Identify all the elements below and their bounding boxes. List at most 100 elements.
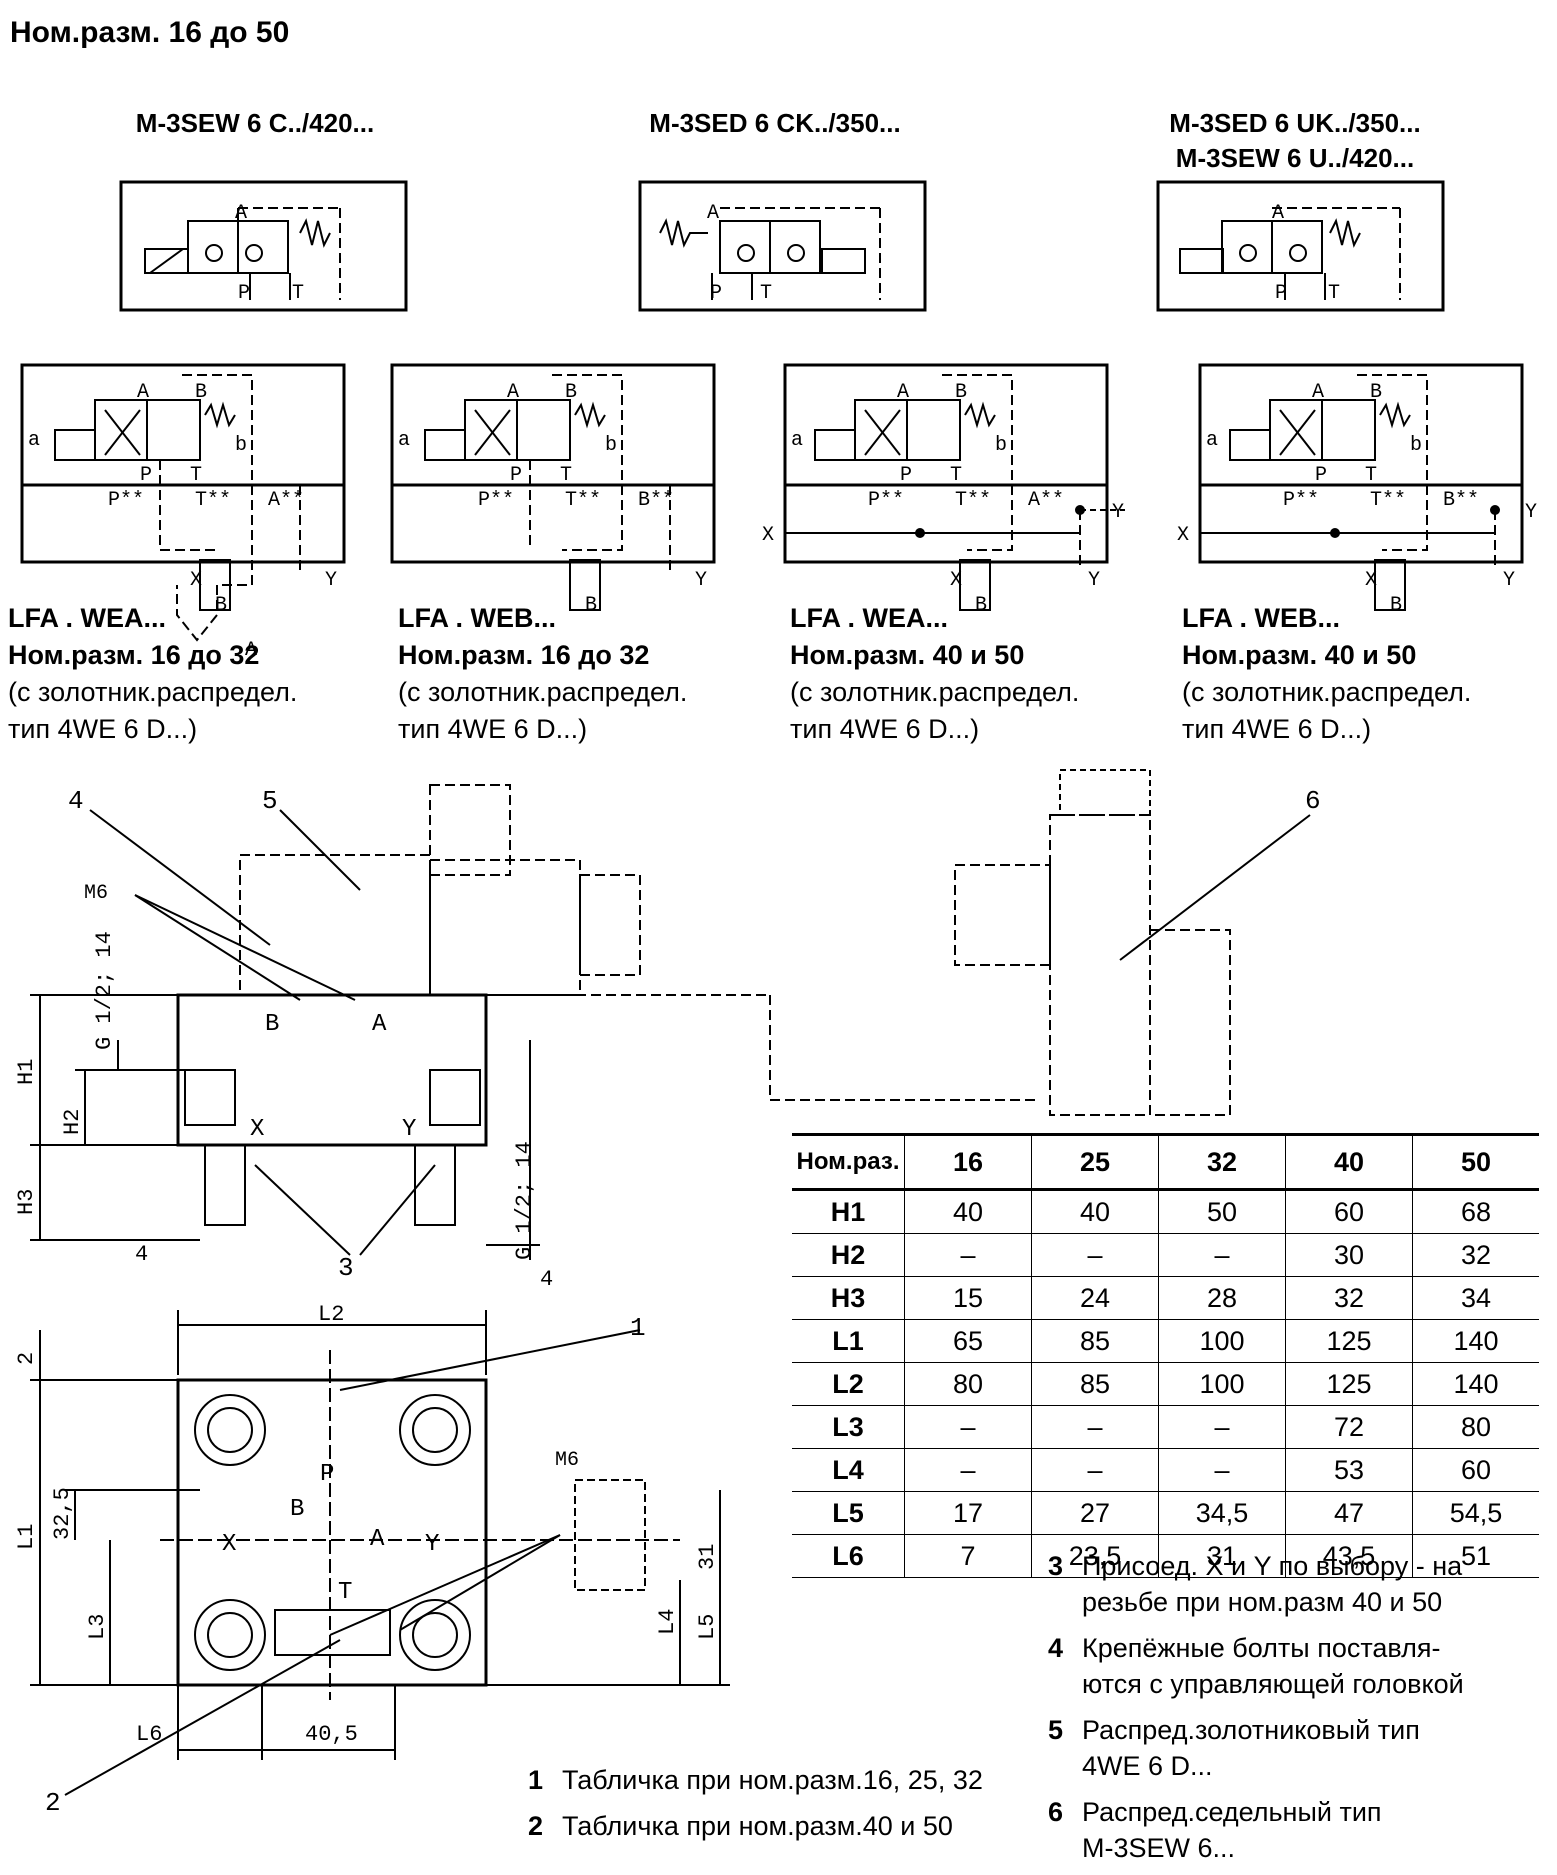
dim-2: 2 — [14, 1352, 39, 1365]
s3-B: B — [955, 381, 967, 404]
side-port-a: A — [372, 1011, 387, 1038]
dim-h1: H1 — [14, 1059, 39, 1085]
table-cell: 60 — [1412, 1448, 1539, 1492]
table-cell: 60 — [1285, 1189, 1413, 1234]
s2-tstar: T** — [565, 489, 601, 512]
dim-4-left: 4 — [135, 1242, 148, 1267]
label-m6-top: M6 — [555, 1449, 579, 1472]
s3-a: a — [791, 429, 803, 452]
top-port-a: A — [370, 1526, 385, 1553]
table-cell: 24 — [1031, 1276, 1159, 1320]
s2-pstar: P** — [478, 489, 514, 512]
valve-symbol-frame-2 — [638, 180, 927, 312]
dim-g12-right: G 1/2; 14 — [512, 1141, 537, 1260]
s1-pstar: P** — [108, 489, 144, 512]
table-cell: 40 — [904, 1189, 1032, 1234]
s4-a: a — [1206, 429, 1218, 452]
dim-31: 31 — [695, 1544, 720, 1570]
table-cell: – — [1031, 1233, 1159, 1277]
s1-A: A — [137, 381, 149, 404]
s4-b: b — [1410, 434, 1422, 457]
s2-A: A — [507, 381, 519, 404]
s1-b: b — [235, 434, 247, 457]
table-cell: – — [904, 1405, 1032, 1449]
s3-Xside: X — [762, 524, 774, 547]
sym1-port-p: P — [238, 282, 250, 305]
table-cell: 125 — [1285, 1362, 1413, 1406]
table-cell: 51 — [1412, 1534, 1539, 1578]
s3-astar: A** — [1028, 489, 1064, 512]
table-cell: 53 — [1285, 1448, 1413, 1492]
s2-Bport: B — [585, 594, 597, 617]
callout-3: 3 — [338, 1253, 354, 1283]
callout-2: 2 — [45, 1788, 61, 1818]
s4-Bport: B — [1390, 594, 1402, 617]
table-cell: 100 — [1158, 1362, 1286, 1406]
dim-l1: L1 — [14, 1524, 39, 1550]
variant-heading-3b: M-3SEW 6 U../420... — [1175, 143, 1415, 173]
s1-Y: Y — [325, 569, 337, 592]
table-cell: 85 — [1031, 1319, 1159, 1363]
table-cell: 140 — [1412, 1362, 1539, 1406]
table-cell: 7 — [904, 1534, 1032, 1578]
side-port-b: B — [265, 1011, 279, 1038]
table-cell: 34,5 — [1158, 1491, 1286, 1535]
callout-6: 6 — [1305, 786, 1321, 816]
schematic-caption-1: LFA . WEA...Ном.разм. 16 до 32 (с золотн… — [8, 603, 298, 744]
table-row-label: H2 — [792, 1233, 905, 1277]
schematic-caption-3: LFA . WEA...Ном.разм. 40 и 50 (с золотни… — [790, 603, 1080, 744]
sym1-port-t: T — [292, 282, 304, 305]
table-cell: 43,5 — [1285, 1534, 1413, 1578]
s2-B: B — [565, 381, 577, 404]
s2-b: b — [605, 434, 617, 457]
s2-P: P — [510, 464, 522, 487]
table-cell: 23,5 — [1031, 1534, 1159, 1578]
table-cell: 47 — [1285, 1491, 1413, 1535]
sym2-port-t: T — [760, 282, 772, 305]
table-col-header: 25 — [1031, 1133, 1159, 1191]
table-cell: 80 — [1412, 1405, 1539, 1449]
s4-Xside: X — [1177, 524, 1189, 547]
s1-B: B — [195, 381, 207, 404]
s3-P: P — [900, 464, 912, 487]
dimension-drawings: 4 5 6 3 1 2 M6 M6 B A X Y P B X A Y T L2… — [14, 769, 1321, 1818]
top-view-body — [176, 1378, 488, 1687]
s4-X: X — [1365, 569, 1377, 592]
side-port-x: X — [250, 1116, 264, 1143]
label-m6-side: M6 — [84, 882, 108, 905]
callout-1: 1 — [630, 1313, 646, 1343]
s4-Y: Y — [1503, 569, 1515, 592]
dim-l3: L3 — [85, 1614, 110, 1640]
s3-b: b — [995, 434, 1007, 457]
table-cell: 17 — [904, 1491, 1032, 1535]
s1-Aport: A — [245, 639, 257, 655]
table-cell: 28 — [1158, 1276, 1286, 1320]
table-cell: 125 — [1285, 1319, 1413, 1363]
s2-a: a — [398, 429, 410, 452]
s3-Y: Y — [1088, 569, 1100, 592]
s2-Y: Y — [695, 569, 707, 592]
table-cell: 27 — [1031, 1491, 1159, 1535]
s4-tstar: T** — [1370, 489, 1406, 512]
s1-a: a — [28, 429, 40, 452]
table-cell: – — [1031, 1448, 1159, 1492]
table-cell: 54,5 — [1412, 1491, 1539, 1535]
table-cell: 65 — [904, 1319, 1032, 1363]
s1-P: P — [140, 464, 152, 487]
valve-symbol-frame-1 — [119, 180, 408, 312]
callout-5: 5 — [262, 786, 278, 816]
variant-heading-1: M-3SEW 6 C../420... — [135, 108, 375, 138]
sym2-port-p: P — [710, 282, 722, 305]
table-cell: – — [1158, 1405, 1286, 1449]
table-row-label: L4 — [792, 1448, 905, 1492]
side-port-y: Y — [402, 1116, 416, 1143]
table-col-header: 32 — [1158, 1133, 1286, 1191]
